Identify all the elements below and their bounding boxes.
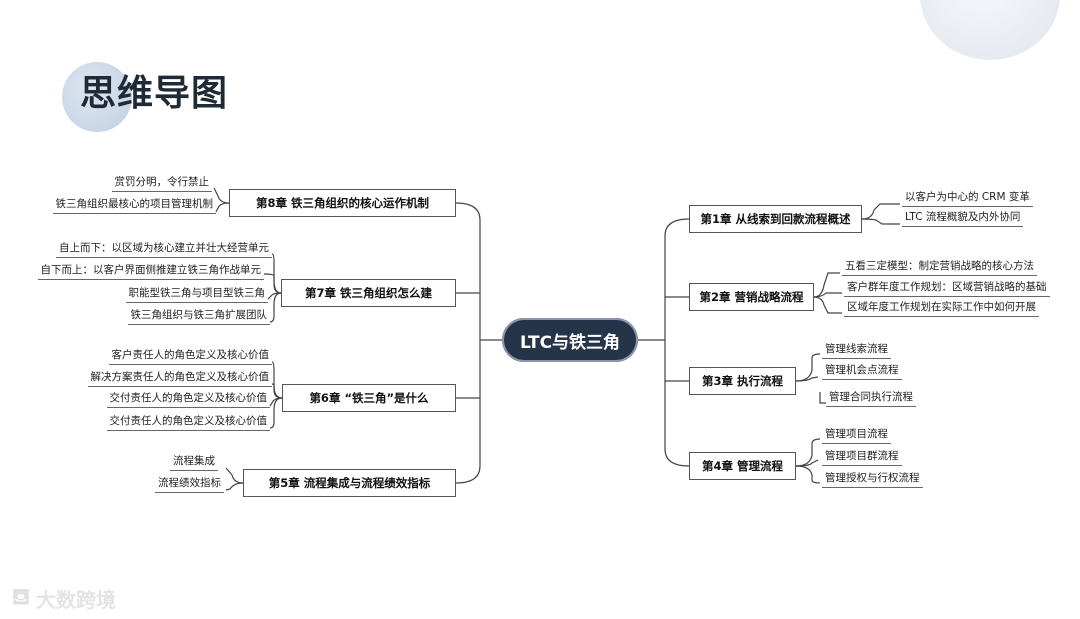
- ch3-item-2: 管理机会点流程: [822, 364, 902, 380]
- ch2-link-3: [813, 296, 842, 314]
- ch4-item-1: 管理项目流程: [822, 428, 891, 444]
- watermark: ⛾ 大数跨境: [12, 584, 116, 613]
- ch6-item-3: 交付责任人的角色定义及核心价值: [106, 392, 270, 408]
- chapter-4-node: 第4章 管理流程: [689, 452, 796, 480]
- left-spine: [455, 202, 481, 484]
- ch3-link-1: [795, 353, 821, 382]
- ch4-item-2: 管理项目群流程: [822, 450, 902, 466]
- ch6-link-1: [271, 361, 283, 399]
- chapter-2-node: 第2章 营销战略流程: [689, 283, 814, 311]
- ch7-item-3: 职能型铁三角与项目型铁三角: [125, 287, 268, 303]
- ch7-link-4: [269, 292, 282, 323]
- ch5-link-1: [225, 467, 244, 484]
- chapter-1-node: 第1章 从线索到回款流程概述: [689, 205, 862, 233]
- ch5-item-2: 流程绩效指标: [155, 477, 224, 493]
- ch7-link-1: [271, 253, 282, 294]
- ch1-link-1: [861, 203, 900, 220]
- ch8-link-2: [215, 202, 230, 213]
- ch3-link-3: [819, 392, 826, 404]
- chapter-6-node: 第6章 “铁三角”是什么: [282, 384, 456, 412]
- ch3-item-1: 管理线索流程: [822, 343, 891, 359]
- watermark-text: 大数跨境: [35, 588, 116, 612]
- ch2-link-2: [813, 292, 842, 298]
- ch6-item-1: 客户责任人的角色定义及核心价值: [108, 349, 272, 365]
- ch4-link-1: [795, 438, 821, 467]
- right-spine: [664, 218, 690, 467]
- ch6-link-4: [269, 397, 283, 429]
- ch7-item-1: 自上而下：以区域为核心建立并壮大经营单元: [56, 242, 272, 258]
- ch1-item-2: LTC 流程概貌及内外协同: [902, 211, 1024, 227]
- ch7-item-4: 铁三角组织与铁三角扩展团队: [127, 309, 270, 325]
- ch4-link-3: [795, 465, 821, 484]
- ch2-item-2: 客户群年度工作规划：区域营销战略的基础: [844, 281, 1050, 297]
- chapter-5-node: 第5章 流程集成与流程绩效指标: [243, 469, 456, 497]
- ch6-link-2: [271, 383, 283, 399]
- ch1-item-1: 以客户为中心的 CRM 变革: [902, 191, 1033, 207]
- ch8-item-1: 赏罚分明，令行禁止: [111, 176, 212, 192]
- ch2-item-1: 五看三定模型：制定营销战略的核心方法: [842, 260, 1037, 276]
- ch2-item-3: 区域年度工作规划在实际工作中如何开展: [844, 301, 1039, 317]
- ch5-link-2: [225, 482, 244, 491]
- ch8-item-2: 铁三角组织最核心的项目管理机制: [52, 198, 216, 214]
- watermark-logo-icon: ⛾: [12, 584, 30, 610]
- ch3-link-2: [795, 376, 819, 382]
- ch7-link-2: [263, 273, 282, 294]
- decorative-circle-title: [62, 62, 132, 132]
- ch6-item-4: 交付责任人的角色定义及核心价值: [106, 415, 270, 431]
- ch1-link-2: [861, 218, 900, 225]
- ch7-item-2: 自下而上：以客户界面侧推建立铁三角作战单元: [37, 264, 264, 280]
- ch6-item-2: 解决方案责任人的角色定义及核心价值: [87, 371, 272, 387]
- ch5-item-1: 流程集成: [170, 455, 218, 471]
- chapter-3-node: 第3章 执行流程: [689, 367, 796, 395]
- ch8-link-1: [213, 187, 230, 204]
- central-topic: LTC与铁三角: [502, 318, 638, 362]
- ch4-item-3: 管理授权与行权流程: [822, 472, 923, 488]
- ch3-item-3: 管理合同执行流程: [826, 391, 916, 407]
- page-title: 思维导图: [80, 73, 229, 114]
- chapter-7-node: 第7章 铁三角组织怎么建: [281, 279, 456, 307]
- chapter-8-node: 第8章 铁三角组织的核心运作机制: [229, 189, 456, 217]
